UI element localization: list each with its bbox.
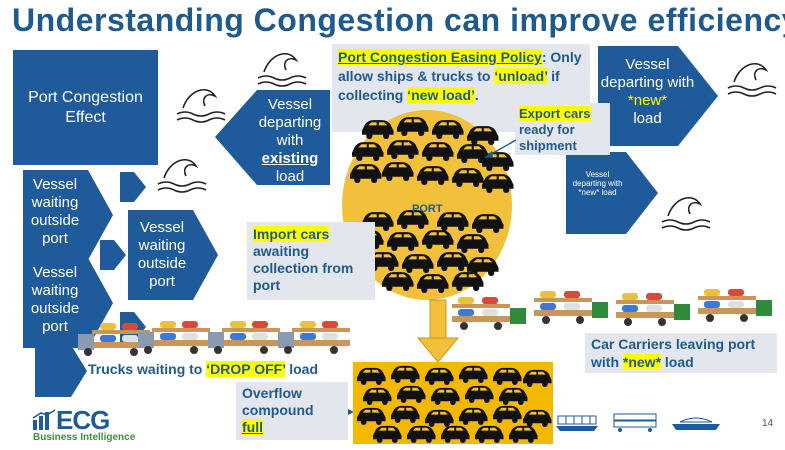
wave-icon [176, 88, 226, 123]
vessel-waiting-3-label: Vessel waiting outside port [30, 264, 80, 335]
car-transporter-icon [698, 289, 772, 322]
car-icon [397, 210, 429, 229]
port-label: PORT [412, 203, 443, 215]
ecg-logo-icon [32, 409, 56, 430]
car-transporter-icon [534, 291, 608, 324]
car-icon [387, 140, 419, 159]
overflow-note: Overflow compound full [236, 382, 348, 440]
car-icon [452, 168, 484, 187]
vessel-departing-new-small-arrow [566, 152, 658, 234]
car-ferry-icon [672, 417, 720, 430]
vessel-waiting-1-arrow [23, 170, 113, 260]
car-icon [475, 425, 504, 443]
ecg-logo-tagline: Business Intelligence [33, 432, 136, 443]
car-carriers-note: Car Carriers leaving port with *new* loa… [585, 333, 777, 373]
car-icon [431, 387, 460, 405]
car-icon [391, 365, 420, 383]
wave-icon [661, 196, 711, 231]
car-icon [459, 365, 488, 383]
ecg-logo-text: ECG [56, 405, 110, 435]
vessel-waiting-2-label: Vessel waiting outside port [137, 219, 187, 290]
vessel-waiting-2-arrow [128, 210, 218, 300]
car-icon [459, 407, 488, 425]
import-cars-note: Import cars awaiting collection from por… [247, 222, 375, 300]
overflow-cars [357, 365, 552, 443]
car-transporter-icon [208, 321, 280, 354]
vessel-departing-existing-label: Vessel departing with existing load [258, 96, 322, 185]
car-icon [493, 367, 522, 385]
page-number: 14 [762, 418, 774, 429]
car-icon [363, 387, 392, 405]
car-icon [387, 232, 419, 251]
car-icon [397, 117, 429, 136]
slide-title: Understanding Congestion can improve eff… [12, 2, 785, 38]
car-transporter-icon [138, 321, 210, 354]
car-icon [509, 425, 538, 443]
car-icon [457, 234, 489, 253]
car-icon [417, 166, 449, 185]
car-icon [425, 409, 454, 427]
car-transporter-icon [452, 297, 526, 330]
trucks-waiting-note: Trucks waiting to ‘DROP OFF’ load [88, 361, 319, 377]
wave-icon [257, 52, 307, 87]
cargo-ship-icon [556, 415, 598, 431]
car-icon [493, 405, 522, 423]
car-transporter-icon [616, 293, 690, 326]
car-icon [441, 425, 470, 443]
car-transporter-icon [278, 321, 350, 354]
car-icon [357, 367, 386, 385]
export-cars-note: Export cars ready for shipment [515, 103, 610, 155]
car-icon [465, 385, 494, 403]
car-icon [452, 272, 484, 291]
vessel-waiting-3-arrow [23, 258, 113, 348]
car-icon [373, 425, 402, 443]
trucks-waiting-arrow [35, 345, 87, 397]
arrow-pointer-icon [484, 139, 517, 158]
vessel-departing-new-label: Vessel departing with *new* load [600, 56, 695, 127]
car-icon [357, 407, 386, 425]
car-icon [407, 425, 436, 443]
car-transporter-trucks-right [452, 289, 772, 330]
car-icon [350, 164, 382, 183]
car-icon [422, 230, 454, 249]
car-icon [422, 142, 454, 161]
car-icon [437, 252, 469, 271]
effect-label: Port Congestion Effect [28, 88, 143, 126]
vessel-waiting-1-label: Vessel waiting outside port [30, 176, 80, 247]
chevron-right-icon [120, 172, 146, 202]
arrow-down-icon [416, 299, 460, 363]
car-icon [382, 162, 414, 181]
wave-icon [727, 62, 777, 97]
car-icon [467, 126, 499, 145]
car-icon [391, 405, 420, 423]
car-icon [352, 142, 384, 161]
wave-icon [157, 158, 207, 193]
car-icon [425, 367, 454, 385]
vessel-departing-existing-arrow [215, 90, 330, 185]
car-icon [362, 120, 394, 139]
policy-note: Port Congestion Easing Policy: Only allo… [332, 44, 590, 132]
car-icon [482, 174, 514, 193]
car-transporter-trucks-left [78, 321, 350, 356]
car-icon [432, 120, 464, 139]
chevron-right-icon [100, 240, 126, 270]
car-icon [397, 385, 426, 403]
car-icon [382, 272, 414, 291]
car-icon [523, 369, 552, 387]
car-icon [437, 212, 469, 231]
vessel-departing-new-small-label: Vessel departing with *new* load [572, 170, 623, 197]
car-train-icon [613, 413, 657, 432]
car-icon [523, 409, 552, 427]
car-transporter-icon [78, 323, 150, 356]
car-icon [417, 274, 449, 293]
car-icon [472, 214, 504, 233]
car-icon [499, 387, 528, 405]
car-icon [402, 254, 434, 273]
port-congestion-effect-box: Port Congestion Effect [13, 50, 158, 165]
vessel-departing-new-arrow [598, 46, 718, 146]
